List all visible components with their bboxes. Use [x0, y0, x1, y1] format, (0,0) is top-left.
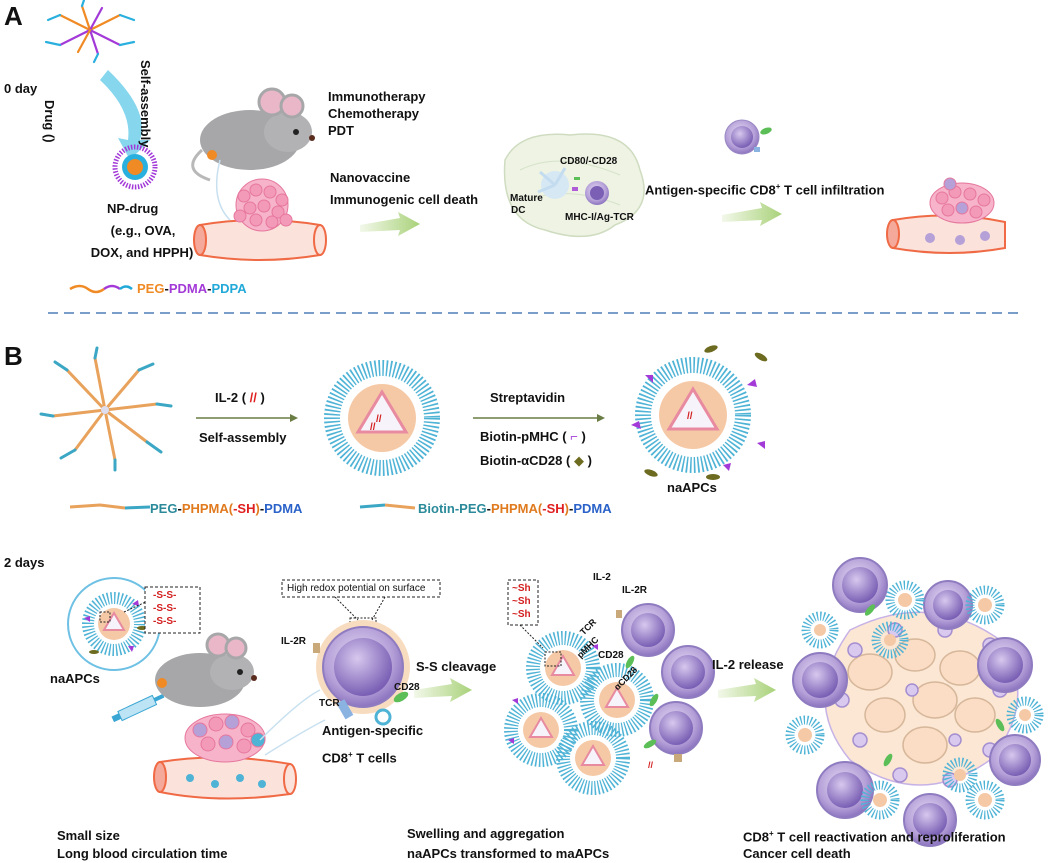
tumor-c: [184, 713, 266, 763]
t-cell-icon-a: [724, 119, 772, 155]
polymer-line-a: [69, 284, 105, 294]
arrow-a2: [722, 202, 782, 226]
disulfide-1: -S-S-: [153, 590, 177, 601]
caption-reactivation: CD8+ T cell reactivation and reprolifera…: [743, 829, 1006, 845]
day-2-label: 2 days: [4, 555, 45, 570]
arrow-a1: [360, 212, 420, 236]
caption-swelling: Swelling and aggregation: [407, 826, 565, 841]
biotin-pmhc-label: Biotin-pMHC ( ⌐ ): [480, 429, 586, 444]
dc-label: DC: [511, 205, 526, 216]
streptavidin-label: Streptavidin: [490, 390, 566, 405]
self-assembly-label-b: Self-assembly: [199, 430, 287, 445]
polymer-b1-label: PEG-PHPMA(-SH)-PDMA: [150, 501, 303, 516]
star-polymer-a: [44, 0, 136, 64]
redox-label: High redox potential on surface: [287, 583, 426, 594]
mhc-tcr-label: MHC-I/Ag-TCR: [565, 212, 634, 223]
svg-text://: //: [648, 760, 654, 770]
cd80-cd28-label: CD80/-CD28: [560, 156, 618, 167]
vessel-c: [153, 756, 297, 800]
np-drug-label: NP-drug: [107, 201, 159, 216]
np-drug-micelle: [112, 144, 158, 190]
svg-text://: //: [370, 422, 376, 433]
disulfide-3: -S-S-: [153, 616, 177, 627]
vessel-a: [193, 219, 327, 261]
il2-release-label: IL-2 release: [712, 657, 784, 672]
caption-long-circulation: Long blood circulation time: [57, 846, 228, 861]
redox-box: [281, 579, 441, 598]
tcr-label: TCR: [319, 698, 340, 709]
final-tumor: [824, 611, 1019, 788]
panel-b-letter: B: [4, 341, 23, 371]
naapcs-label-c: naAPCs: [50, 671, 100, 686]
antigen-specific-label: Antigen-specific: [322, 723, 424, 738]
ss-cleavage-label: S-S cleavage: [416, 659, 497, 674]
np-examples-2: DOX, and HPPH): [90, 245, 194, 260]
cd8-t-cells-label: CD8+ T cells: [322, 750, 397, 766]
np-examples-1: (e.g., OVA,: [110, 223, 176, 238]
sh-box: [507, 579, 539, 626]
polymer-line-b2: [359, 503, 386, 509]
il2-label: IL-2 ( // ): [215, 390, 265, 405]
panel-a-letter: A: [4, 1, 23, 31]
t-cell-c: [313, 620, 410, 726]
disulfide-box: [144, 586, 201, 634]
disulfide-2: -S-S-: [153, 603, 177, 614]
magnified-naapc: [67, 577, 161, 671]
therapy-pdt: PDT: [328, 123, 354, 138]
aggregation-cluster: //: [504, 603, 715, 795]
star-polymer-b: [39, 346, 173, 472]
magnify-link: [123, 599, 151, 613]
tumor-a: [233, 178, 293, 232]
self-assembly-arrow: [100, 70, 150, 160]
final-t-cells: [792, 557, 1041, 847]
arrow-c2: [718, 678, 776, 702]
polymer-b2-label: Biotin-PEG-PHPMA(-SH)-PDMA: [418, 501, 612, 516]
mouse-c: [155, 632, 257, 707]
mechanism-icd: Immunogenic cell death: [330, 192, 479, 207]
il2r-label: IL-2R: [281, 636, 306, 647]
sh-1: ~Sh: [512, 583, 531, 594]
micelle-il2: // //: [324, 360, 440, 476]
day-0-label: 0 day: [4, 81, 38, 96]
il2-label-c: IL-2: [593, 572, 611, 583]
lymph-node: [503, 133, 645, 238]
mouse-a: [191, 87, 315, 182]
infiltration-label: Antigen-specific CD8+ T cell infiltratio…: [645, 182, 885, 198]
tumor-a2: [929, 177, 995, 224]
vessel-a2: [886, 214, 1006, 254]
cd28-label: CD28: [394, 682, 420, 693]
mechanism-nanovaccine: Nanovaccine: [330, 170, 411, 185]
sh-2: ~Sh: [512, 596, 531, 607]
biotin-acd28-label: Biotin-αCD28 ( ◆ ): [480, 453, 592, 468]
caption-small-size: Small size: [57, 828, 120, 843]
therapy-chemotherapy: Chemotherapy: [328, 106, 420, 121]
cd28-label-c: CD28: [598, 650, 624, 661]
arrow-c1: [414, 678, 472, 702]
final-naapc-cores: [798, 593, 1031, 807]
sh-3: ~Sh: [512, 609, 531, 620]
polymer-a-label: PEG-PDMA-PDPA: [137, 281, 247, 296]
svg-text://: //: [376, 414, 382, 425]
mature-label: Mature: [510, 193, 543, 204]
caption-transformed: naAPCs transformed to maAPCs: [407, 846, 610, 861]
polymer-line-b1: [69, 503, 126, 510]
final-naapcs: [785, 580, 1044, 820]
drug-label: Drug (): [42, 100, 57, 143]
caption-cancer-death: Cancer cell death: [743, 846, 851, 861]
svg-text://: //: [687, 411, 693, 422]
micelle-naapc: //: [631, 345, 768, 480]
self-assembly-label-a: Self-assembly: [138, 60, 153, 148]
il2r-label-c: IL-2R: [622, 585, 647, 596]
therapy-immunotherapy: Immunotherapy: [328, 89, 426, 104]
naapcs-label-b: naAPCs: [667, 480, 717, 495]
